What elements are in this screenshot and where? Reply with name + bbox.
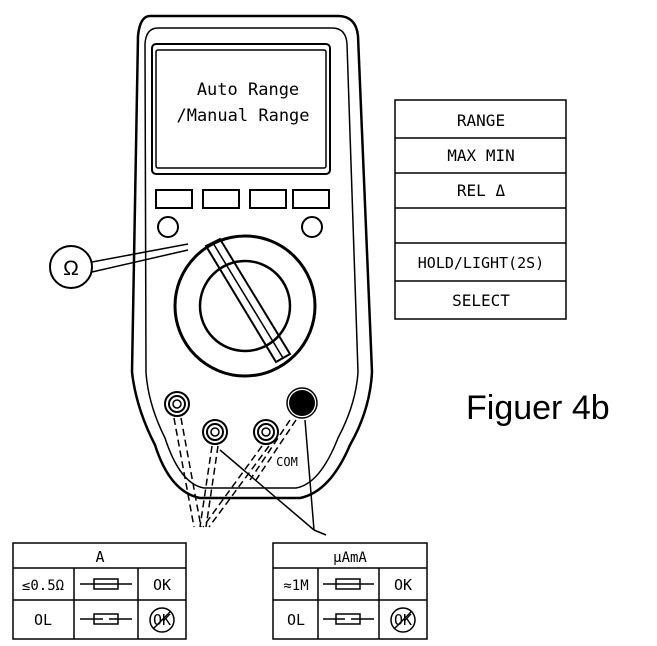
input-terminals: COM [164,387,318,469]
rotary-switch[interactable] [173,234,317,378]
function-row-select: SELECT [452,291,510,310]
function-button-2[interactable] [202,189,240,209]
fuse-table-a: A ≤0.5Ω OK OL OK [12,542,187,640]
function-button-1[interactable] [155,189,193,209]
right-round-button[interactable] [301,216,323,238]
fail-mark-icon [149,607,175,633]
fuse-table-a-header: A [95,548,104,566]
fuse-ua-row1-result: OK [394,576,412,594]
fuse-ua-row1-condition: ≈1M [283,578,308,594]
display-line-1: Auto Range [197,80,299,100]
ohm-symbol: Ω [63,257,79,280]
fuse-intact-icon [80,578,132,590]
function-button-3[interactable] [249,189,287,209]
function-button-4[interactable] [292,189,330,209]
fuse-table-ua-header: µAmA [333,550,367,566]
fuse-ua-row2-condition: OL [287,611,305,629]
lcd-display: Auto Range /Manual Range [151,43,331,175]
fuse-a-row1-result: OK [153,576,171,594]
terminal-ma[interactable] [202,419,228,445]
com-label: COM [276,455,298,469]
probe-lines [219,419,327,536]
function-button-row [155,189,330,238]
ohm-callout: Ω [49,243,189,289]
left-round-button[interactable] [157,216,179,238]
function-row-maxmin: MAX MIN [447,146,514,165]
fuse-table-ua-ma: µAmA ≈1M OK OL OK [272,542,428,640]
terminal-v-ohm[interactable] [286,387,318,419]
function-row-range: RANGE [457,111,505,130]
test-leads [173,417,297,528]
fail-mark-icon [390,607,416,633]
function-row-hold-light: HOLD/LIGHT(2S) [418,254,544,272]
fuse-a-row1-condition: ≤0.5Ω [22,578,64,594]
fuse-intact-icon [323,578,374,590]
fuse-blown-icon [323,613,374,625]
fuse-blown-icon [80,613,132,625]
fuse-a-row2-condition: OL [34,611,52,629]
function-table: RANGE MAX MIN REL Δ HOLD/LIGHT(2S) SELEC… [394,99,567,320]
figure-caption: Figuer 4b [466,389,610,427]
multimeter-body [130,14,374,500]
function-row-rel: REL Δ [457,181,506,200]
terminal-a[interactable] [164,391,190,417]
terminal-com[interactable] [253,419,279,445]
display-line-2: /Manual Range [176,106,309,126]
